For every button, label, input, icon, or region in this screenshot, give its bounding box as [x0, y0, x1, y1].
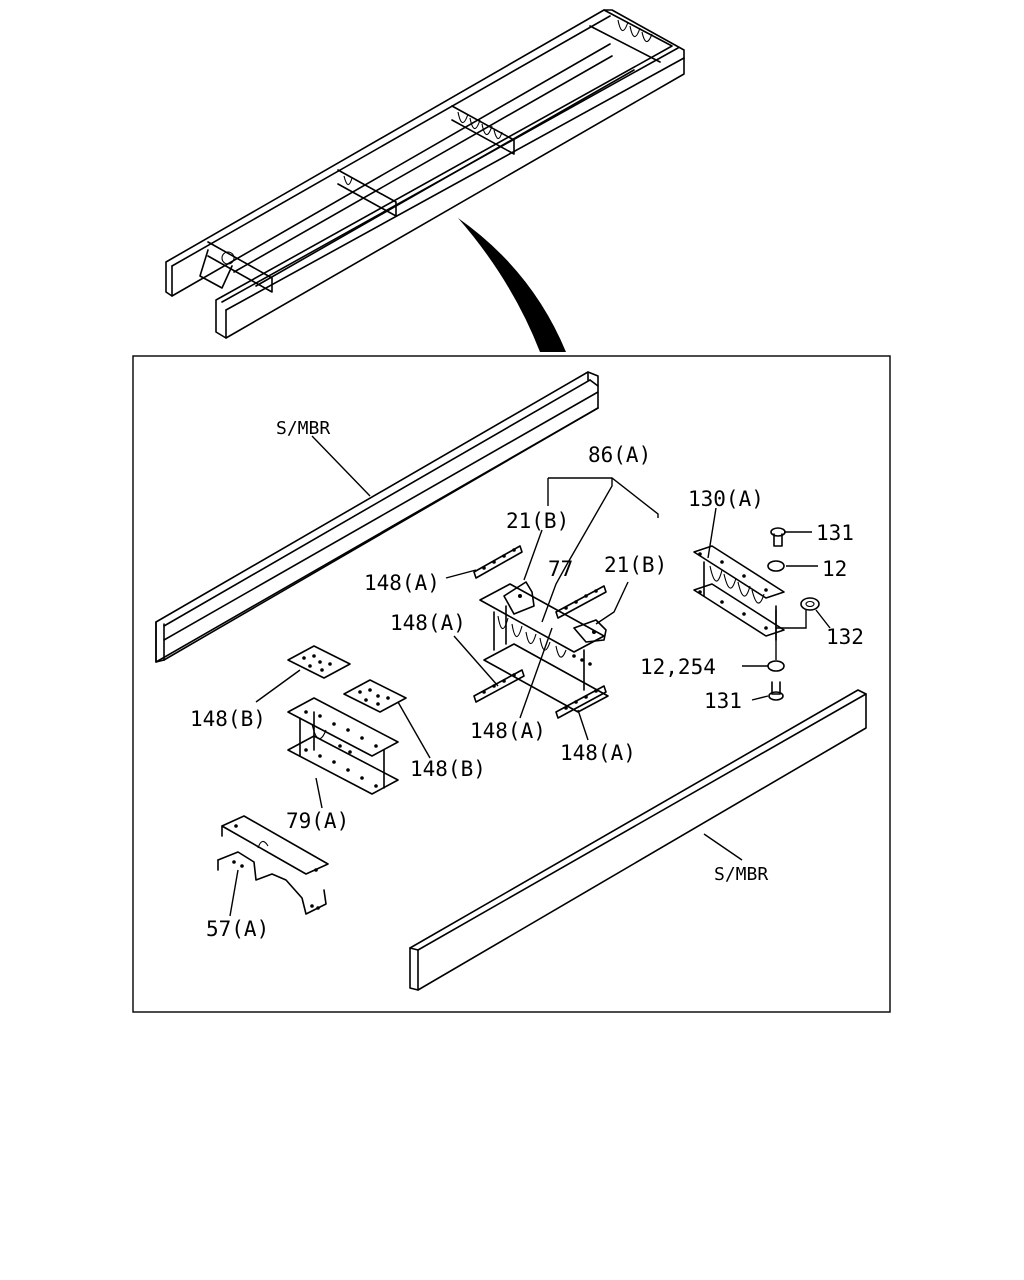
- plate-148a-lower-left: [473, 669, 525, 703]
- crossmember-130a: [693, 545, 785, 641]
- plate-148a-middle-right: [555, 585, 607, 619]
- leader-lines: [229, 435, 831, 917]
- washer-12-254: [767, 660, 785, 672]
- label-77: 77: [548, 557, 573, 581]
- plate-148b-right: [343, 679, 407, 713]
- label-148b-left: 148(B): [190, 707, 266, 731]
- crossmember-86a: [479, 581, 609, 713]
- pointer-arrow: [458, 218, 566, 352]
- label-21b-left: 21(B): [506, 509, 569, 533]
- label-smbr-top: S/MBR: [276, 418, 330, 439]
- label-131-top: 131: [816, 521, 854, 545]
- label-21b-right: 21(B): [604, 553, 667, 577]
- crossmember-79a: [287, 697, 399, 795]
- nut-132: [800, 597, 820, 611]
- plate-148b-left: [287, 645, 351, 679]
- label-148a-lower-right: 148(A): [560, 741, 636, 765]
- label-132: 132: [826, 625, 864, 649]
- bracket-57a: [217, 815, 329, 915]
- label-smbr-bottom: S/MBR: [714, 864, 768, 885]
- label-12-254: 12,254: [640, 655, 716, 679]
- callout-labels: S/MBR 86(A) 21(B) 77 21(B) 148(A) 148(A)…: [190, 418, 864, 941]
- bolt-131-top: [770, 527, 786, 547]
- label-86a: 86(A): [588, 443, 651, 467]
- detail-frame: [132, 355, 891, 1013]
- washer-12-top: [767, 560, 785, 572]
- label-148a-lower-left: 148(A): [470, 719, 546, 743]
- label-130a: 130(A): [688, 487, 764, 511]
- label-79a: 79(A): [286, 809, 349, 833]
- label-148a-upper: 148(A): [364, 571, 440, 595]
- label-131-bottom: 131: [704, 689, 742, 713]
- label-148b-right: 148(B): [410, 757, 486, 781]
- plate-148a-upper: [473, 545, 523, 579]
- label-148a-middle: 148(A): [390, 611, 466, 635]
- side-member-upper: [155, 371, 599, 663]
- frame-overview: [165, 9, 685, 339]
- label-12: 12: [822, 557, 847, 581]
- label-57a: 57(A): [206, 917, 269, 941]
- side-member-lower: [409, 689, 867, 991]
- bolt-131-bottom: [768, 681, 784, 701]
